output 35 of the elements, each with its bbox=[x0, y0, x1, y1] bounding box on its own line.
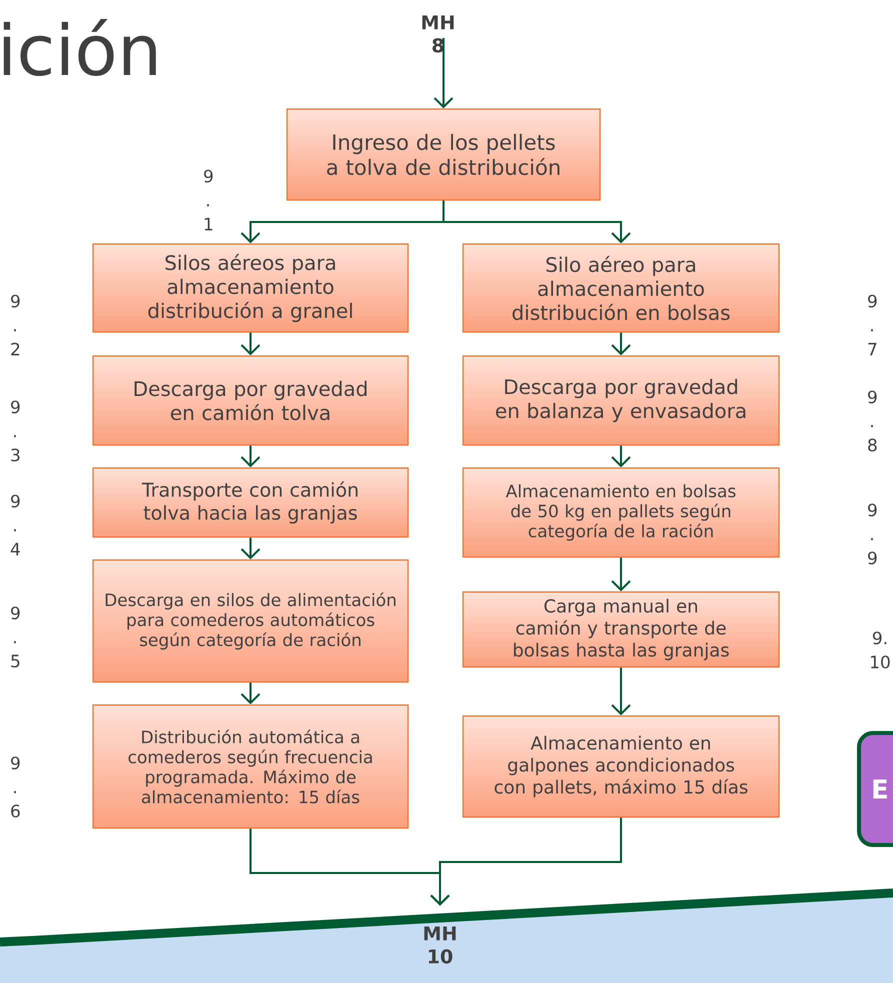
step-number: 9 . 5 bbox=[11, 606, 20, 668]
title: ición bbox=[4, 19, 156, 76]
process-box: Almacenamiento en bolsas de 50 kg en pallets según categoría de la ración bbox=[462, 467, 780, 558]
arrow bbox=[611, 446, 631, 468]
arrow bbox=[611, 668, 631, 716]
step-number: 9 . 3 bbox=[11, 400, 20, 462]
arrow bbox=[611, 332, 631, 356]
arrow bbox=[442, 200, 631, 244]
arrow bbox=[240, 332, 260, 356]
step-number: 9. 10 bbox=[871, 632, 890, 668]
process-box: Silos aéreos para almacenamiento distribución a granel bbox=[92, 243, 409, 333]
step-label: MH 10 bbox=[424, 926, 456, 964]
process-box: Ingreso de los pellets a tolva de distribución bbox=[286, 108, 601, 201]
arrow bbox=[240, 446, 260, 468]
arrow bbox=[240, 538, 260, 560]
arrow bbox=[240, 682, 260, 704]
arrow bbox=[611, 558, 631, 592]
process-box: Descarga por gravedad en balanza y envasadora bbox=[462, 355, 780, 446]
step-number: 9 . 8 bbox=[868, 390, 877, 452]
step-number: 9 . 7 bbox=[868, 294, 877, 356]
side-box: E bbox=[857, 731, 893, 847]
arrow bbox=[430, 818, 622, 906]
process-box: Carga manual en camión y transporte de bolsas hasta las granjas bbox=[462, 591, 780, 668]
arrow bbox=[434, 38, 454, 108]
process-box: Silo aéreo para almacenamiento distribución en bolsas bbox=[462, 243, 780, 333]
process-box: Distribución automática a comederos según frecuencia programada. Máximo de almacenamiento: 15 días bbox=[92, 704, 409, 829]
process-box: Descarga en silos de alimentación para comederos automáticos según categoría de ración bbox=[92, 559, 409, 683]
step-number: 9 . 4 bbox=[10, 494, 20, 556]
process-box: Descarga por gravedad en camión tolva bbox=[92, 355, 409, 446]
step-number: 9 . 9 bbox=[868, 504, 877, 564]
step-number: 9 . 2 bbox=[11, 294, 20, 356]
step-label: MH 8 bbox=[422, 15, 454, 53]
process-box: Transporte con camión tolva hacia las granjas bbox=[92, 467, 409, 538]
step-number: 9 . 6 bbox=[11, 756, 20, 818]
process-box: Almacenamiento en galpones acondicionados con pallets, máximo 15 días bbox=[462, 715, 780, 818]
